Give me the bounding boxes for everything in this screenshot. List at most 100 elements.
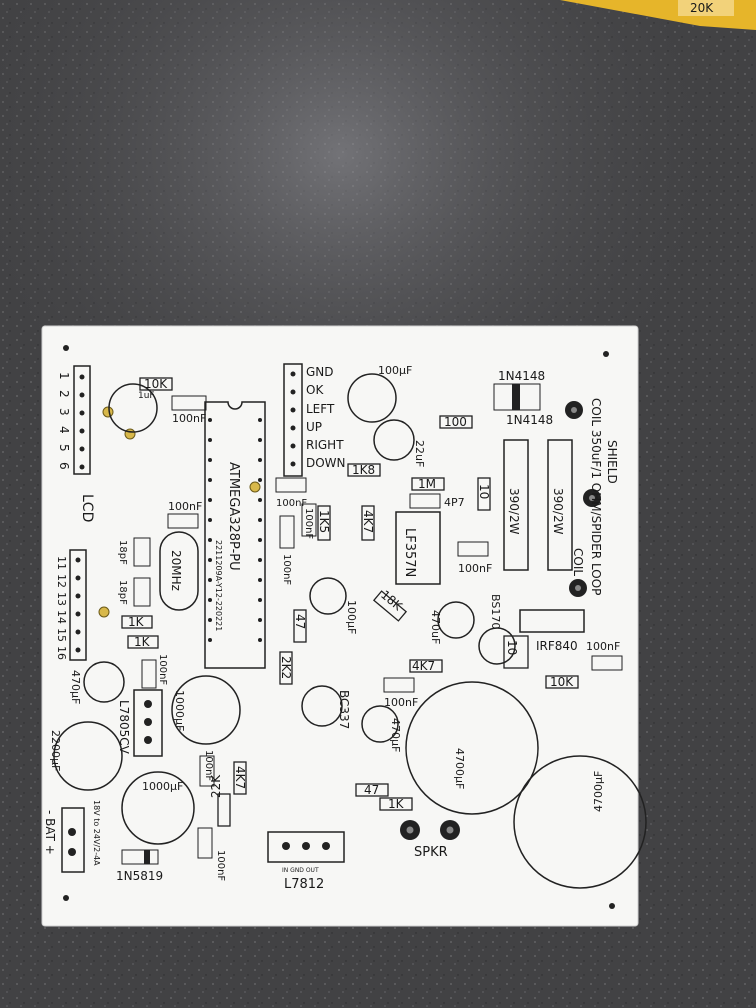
- resistors: [121, 377, 579, 827]
- res-100: 100: [444, 415, 467, 429]
- cap-1uf: 1uF: [138, 391, 155, 401]
- cap-4700uf-2: 4700µF: [592, 771, 605, 812]
- lcd-pin-4: 4: [57, 426, 71, 434]
- reg12-pins: IN GND OUT: [282, 867, 319, 874]
- corner-tag-text: 20K: [690, 1, 714, 15]
- yellow-board-corner: 20K: [560, 0, 756, 30]
- cap-22uf: 22uF: [413, 440, 426, 467]
- mosfet-label: IRF840: [536, 639, 578, 653]
- opamp-chip: LF357N: [395, 511, 441, 585]
- res-10k-2: 10K: [550, 675, 574, 689]
- btn-ok: OK: [306, 383, 324, 397]
- res-4k7-1: 4K7: [361, 510, 375, 533]
- lcd-header: 1 2 3 4 5 6 LCD: [57, 365, 95, 522]
- bs170-label: BS170: [489, 594, 502, 629]
- cap-1000uf-1: 1000µF: [173, 690, 186, 731]
- lcd2-pin-15: 15: [55, 628, 68, 642]
- cap-label-3: 100nF: [276, 498, 307, 509]
- lcd-pin-1: 1: [57, 372, 71, 380]
- spkr-label: SPKR: [414, 845, 448, 860]
- cap-label-4: 100nF: [281, 554, 292, 585]
- cap-100uf-mid: 100µF: [345, 600, 358, 634]
- diodes: 1N4148 1N4148 1N5819: [116, 369, 553, 883]
- cap-label-8: 100nF: [586, 640, 620, 653]
- res-390-1: 390/2W: [507, 488, 521, 535]
- reg-7805: L7805CV: [117, 689, 163, 757]
- diode-1n5819: 1N5819: [116, 869, 163, 883]
- coil-label: COIL 350uF/1 OHM/SPIDER LOOP: [589, 398, 603, 595]
- bat-spec: 18V to 24V/2-4A: [92, 800, 101, 866]
- cap-4700uf-1: 4700µF: [453, 748, 466, 789]
- button-header: GND OK LEFT UP RIGHT DOWN: [283, 363, 346, 477]
- gold-pads: [98, 406, 261, 618]
- power-resistors: 390/2W 390/2W: [503, 439, 573, 571]
- btn-gnd: GND: [306, 365, 334, 379]
- reg12-label: L7812: [284, 877, 324, 892]
- res-1k5: 1K5: [317, 510, 331, 533]
- res-4k7-3: 4K7: [412, 659, 435, 673]
- btn-down: DOWN: [306, 456, 346, 470]
- diode-1n4148-2: 1N4148: [506, 413, 553, 427]
- reg5-label: L7805CV: [117, 700, 131, 755]
- lcd-pin-3: 3: [57, 408, 71, 416]
- bc337-label: BC337: [337, 690, 351, 729]
- cap-label-2: 100nF: [172, 412, 206, 425]
- res-1m: 1M: [418, 477, 436, 491]
- pcb-board: [41, 325, 639, 927]
- cap-100uf-top: 100µF: [378, 364, 412, 377]
- lcd-pin-5: 5: [57, 444, 71, 452]
- mounting-holes: [63, 345, 615, 909]
- mosfet: IRF840 BS170 BC337: [337, 594, 585, 729]
- crystal-label: 20MHz: [169, 550, 183, 591]
- diode-1n4148-1: 1N4148: [498, 369, 545, 383]
- reg-7812: IN GND OUT L7812: [267, 831, 345, 892]
- opamp-label: LF357N: [402, 528, 417, 577]
- cap-label-1: 100nF: [168, 500, 202, 513]
- cap-470uf-2: 470µF: [69, 670, 82, 704]
- lcd-label: LCD: [79, 494, 95, 522]
- cap-label-10: 100nF: [215, 850, 226, 881]
- electrolytic-caps: [53, 373, 647, 889]
- cap-18pf-1: 18pF: [117, 540, 128, 565]
- cap-470uf-3: 470µF: [389, 718, 402, 752]
- cap-470uf-1: 470uF: [429, 610, 442, 644]
- res-10-1: 10: [477, 484, 491, 499]
- cap-18pf-2: 18pF: [117, 580, 128, 605]
- mcu-code: 2211209A-Y12-220221: [214, 540, 223, 631]
- res-390-2: 390/2W: [551, 488, 565, 535]
- res-1k-3: 1K: [388, 797, 405, 811]
- cap-4p7: 4P7: [444, 496, 465, 509]
- lcd2-pin-11: 11: [55, 556, 68, 570]
- res-22k: 22K: [209, 774, 223, 798]
- lcd2-pin-12: 12: [55, 574, 68, 588]
- cap-label-9: 100nF: [203, 750, 214, 781]
- lcd-pin-6: 6: [57, 462, 71, 470]
- connector-pads: [61, 401, 601, 873]
- res-2k2: 2K2: [279, 656, 293, 679]
- mcu-chip: ATMEGA328P-PU 2211209A-Y12-220221: [204, 401, 266, 669]
- cap-1000uf-2: 1000µF: [142, 780, 183, 793]
- cap-label-6: 100nF: [458, 562, 492, 575]
- lcd-header-2: 11 12 13 14 15 16: [55, 549, 87, 661]
- res-47-1: 47: [293, 614, 307, 629]
- bat-label: - BAT +: [43, 810, 57, 855]
- res-1k-2: 1K: [134, 635, 151, 649]
- btn-left: LEFT: [306, 402, 335, 416]
- cap-2200uf: 2200µF: [49, 730, 62, 771]
- res-10k-1: 10K: [144, 377, 168, 391]
- cap-label-5: 100nF: [303, 508, 314, 539]
- crystal: 20MHz: [159, 531, 199, 611]
- lcd2-pin-16: 16: [55, 646, 68, 660]
- btn-right: RIGHT: [306, 438, 344, 452]
- btn-up: UP: [306, 420, 322, 434]
- res-47-2: 47: [364, 783, 379, 797]
- lcd2-pin-14: 14: [55, 610, 68, 624]
- lcd2-pin-13: 13: [55, 592, 68, 606]
- res-1k8: 1K8: [352, 463, 375, 477]
- cap-label-7: 100nF: [384, 696, 418, 709]
- cap-label-11: 100nF: [157, 654, 168, 685]
- mcu-label: ATMEGA328P-PU: [226, 462, 241, 571]
- lcd-pin-2: 2: [57, 390, 71, 398]
- small-caps: 100nF 100nF 18pF 18pF 100nF 100nF 100nF …: [117, 395, 623, 881]
